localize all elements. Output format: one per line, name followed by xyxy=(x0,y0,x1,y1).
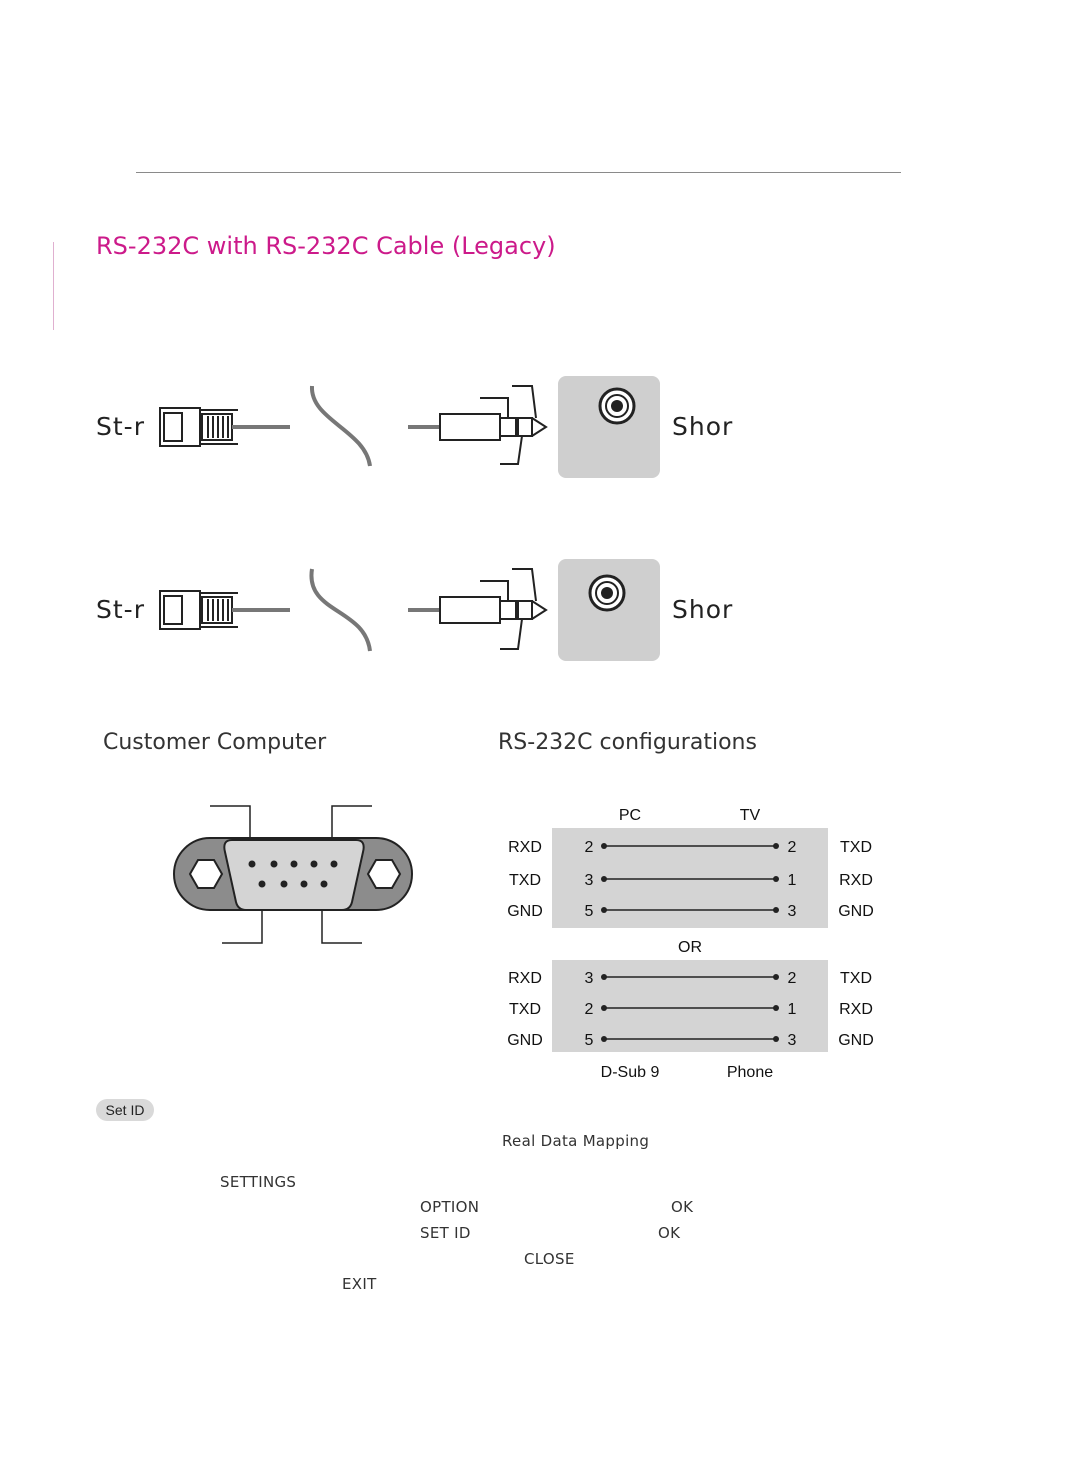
cable-row-2-right-label: Shor xyxy=(672,595,734,624)
pc-pin: 2 xyxy=(585,839,594,856)
pin-map-group-1: RXD 2 2 TXD TXD 3 1 RXD GND 5 3 GND xyxy=(507,839,874,920)
db9-connector-face xyxy=(173,805,413,944)
cable-row-2-diagram xyxy=(159,559,660,661)
pc-pin: 5 xyxy=(585,1032,594,1049)
header-rule xyxy=(136,172,901,173)
tv-pin: 3 xyxy=(788,903,797,920)
db9-plug-icon xyxy=(159,590,238,630)
pin-name-left: TXD xyxy=(509,1001,541,1018)
pc-col-header: PC xyxy=(619,807,641,824)
pin-name-left: GND xyxy=(507,1032,543,1049)
dsub9-footer: D-Sub 9 xyxy=(601,1064,660,1081)
jack-socket-icon xyxy=(598,387,636,425)
customer-computer-heading: Customer Computer xyxy=(103,730,327,755)
pc-pin: 3 xyxy=(585,970,594,987)
rs232c-config-heading: RS-232C configurations xyxy=(498,730,757,755)
cable-row-1-right-label: Shor xyxy=(672,412,734,441)
pin-name-right: RXD xyxy=(839,872,873,889)
or-separator: OR xyxy=(678,939,702,956)
pin-name-left: TXD xyxy=(509,872,541,889)
pin-map-group-2: RXD 3 2 TXD TXD 2 1 RXD GND 5 3 GND xyxy=(507,970,874,1049)
menu-option: OPTION xyxy=(420,1198,480,1216)
real-data-mapping-label: Real Data Mapping xyxy=(502,1132,650,1150)
phone-footer: Phone xyxy=(727,1064,773,1081)
pin-name-right: TXD xyxy=(840,839,872,856)
cable-row-2-left-label: St-r xyxy=(96,595,145,624)
menu-set-id: SET ID xyxy=(420,1224,471,1242)
pc-pin: 3 xyxy=(585,872,594,889)
pin-name-right: TXD xyxy=(840,970,872,987)
pin-name-right: RXD xyxy=(839,1001,873,1018)
set-id-badge: Set ID xyxy=(96,1099,154,1121)
tv-col-header: TV xyxy=(740,807,761,824)
pin-name-left: RXD xyxy=(508,970,542,987)
cable-curve xyxy=(309,385,372,467)
cable-row-1-left-label: St-r xyxy=(96,412,145,441)
cable-curve xyxy=(309,568,372,652)
pin-name-right: GND xyxy=(838,1032,874,1049)
pin-name-left: RXD xyxy=(508,839,542,856)
db9-pins xyxy=(248,860,338,888)
tv-pin: 3 xyxy=(788,1032,797,1049)
side-margin-mark xyxy=(53,242,54,330)
menu-ok-2: OK xyxy=(658,1224,681,1242)
menu-settings: SETTINGS xyxy=(220,1173,297,1191)
menu-exit: EXIT xyxy=(342,1275,377,1293)
pc-pin: 2 xyxy=(585,1001,594,1018)
pc-pin: 5 xyxy=(585,903,594,920)
menu-ok-1: OK xyxy=(671,1198,694,1216)
phone-plug-icon xyxy=(439,385,548,465)
cable-row-1-diagram xyxy=(159,376,660,478)
tv-pin: 1 xyxy=(788,1001,797,1018)
pin-name-left: GND xyxy=(507,903,543,920)
tv-pin: 1 xyxy=(788,872,797,889)
pin-name-right: GND xyxy=(838,903,874,920)
tv-pin: 2 xyxy=(788,839,797,856)
db9-plug-icon xyxy=(159,407,238,447)
rs232c-config-table: PC TV RXD 2 2 TXD TXD 3 1 RXD GND 5 3 GN… xyxy=(507,807,874,1081)
jack-socket-icon xyxy=(588,574,626,612)
tv-pin: 2 xyxy=(788,970,797,987)
section-title: RS-232C with RS-232C Cable (Legacy) xyxy=(96,232,556,260)
menu-close: CLOSE xyxy=(524,1250,575,1268)
phone-plug-icon xyxy=(439,568,548,650)
